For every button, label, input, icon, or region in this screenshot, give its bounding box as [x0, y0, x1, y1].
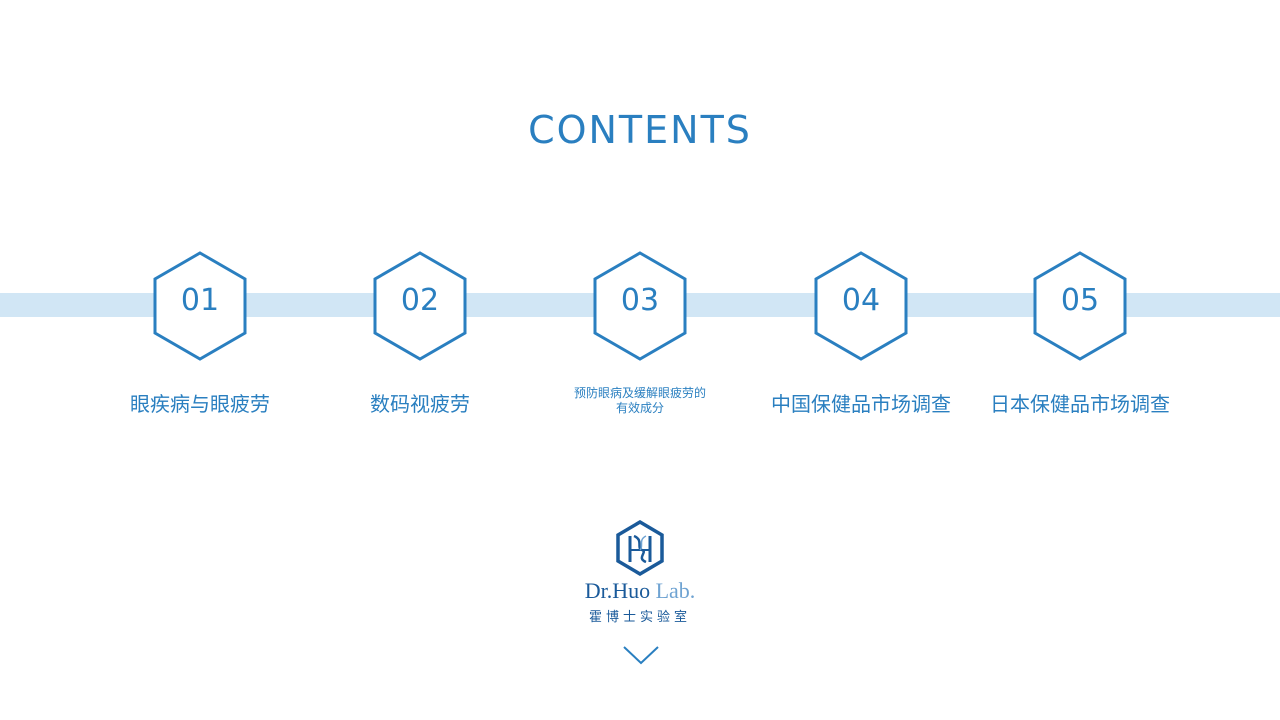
item-number: 04 — [841, 283, 881, 318]
contents-item-3[interactable]: 03 预防眼病及缓解眼疲劳的 有效成分 — [510, 250, 770, 430]
item-label: 数码视疲劳 — [370, 394, 470, 416]
logo-chinese-name: 霍博士实验室 — [588, 610, 691, 625]
chevron-down-icon[interactable] — [622, 644, 660, 666]
brand-logo: Dr.Huo Lab. 霍博士实验室 — [540, 518, 740, 628]
item-label: 预防眼病及缓解眼疲劳的 有效成分 — [540, 386, 740, 416]
hexagon-icon — [1030, 250, 1130, 362]
item-number: 02 — [400, 283, 440, 318]
contents-item-2[interactable]: 02 数码视疲劳 — [290, 250, 550, 430]
item-label: 眼疾病与眼疲劳 — [130, 394, 270, 416]
contents-item-5[interactable]: 05 日本保健品市场调查 — [950, 250, 1210, 430]
hexagon-icon — [150, 250, 250, 362]
hexagon-icon — [590, 250, 690, 362]
page-title: CONTENTS — [528, 108, 752, 152]
item-label: 日本保健品市场调查 — [990, 394, 1170, 416]
item-number: 01 — [180, 283, 220, 318]
logo-name-secondary: Lab. — [655, 578, 696, 603]
item-number: 03 — [620, 283, 660, 318]
item-label: 中国保健品市场调查 — [771, 394, 951, 416]
item-number: 05 — [1060, 283, 1100, 318]
contents-item-1[interactable]: 01 眼疾病与眼疲劳 — [70, 250, 330, 430]
item-label-line-2: 有效成分 — [615, 401, 664, 415]
logo-wordmark: Dr.Huo Lab. — [540, 578, 740, 604]
item-label-line-1: 预防眼病及缓解眼疲劳的 — [573, 386, 706, 400]
hexagon-icon — [811, 250, 911, 362]
hexagon-icon — [370, 250, 470, 362]
logo-name-primary: Dr.Huo — [584, 578, 651, 603]
hexagon-logo-icon — [615, 519, 665, 577]
contents-item-4[interactable]: 04 中国保健品市场调查 — [731, 250, 991, 430]
